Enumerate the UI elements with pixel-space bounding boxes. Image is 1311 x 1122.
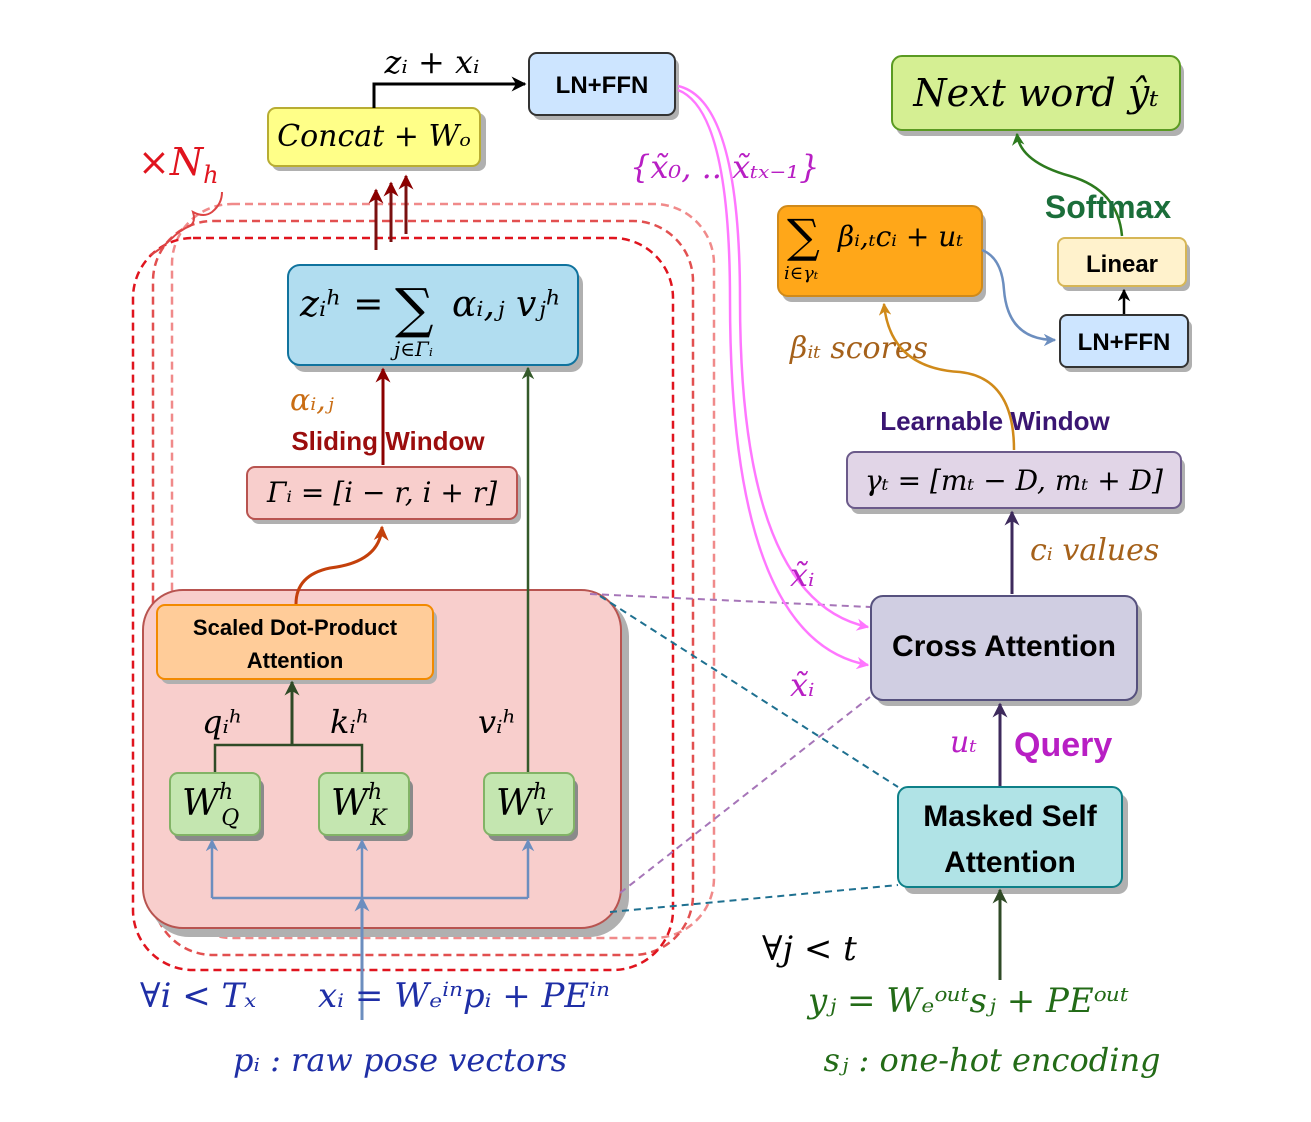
next-word-box <box>891 55 1181 131</box>
residual-label: zᵢ + xᵢ <box>384 43 480 81</box>
query-label: Query <box>1014 726 1112 764</box>
weighted-sum-box <box>287 264 579 366</box>
linear-box <box>1057 237 1187 287</box>
wk-box <box>318 772 410 836</box>
wv-box <box>483 772 575 836</box>
head-outline-3 <box>170 202 716 940</box>
sum-lhs: zᵢʰ = <box>299 284 383 325</box>
forall-j-label: ∀j < t <box>762 929 857 969</box>
masked-line1: Masked Self <box>923 800 1097 833</box>
context-rhs: βᵢ,ₜcᵢ + uₜ <box>837 220 963 253</box>
one-hot-label: sⱼ : one-hot encoding <box>823 1041 1160 1079</box>
decoder-ln-ffn-box <box>1059 314 1189 368</box>
window-box <box>246 466 518 520</box>
concat-label: Concat + Wₒ <box>277 119 471 154</box>
x-tilde-1: x̃ᵢ <box>790 556 814 594</box>
next-word-label: Next word ŷₜ <box>912 71 1159 115</box>
raw-pose-label: pᵢ : raw pose vectors <box>233 1041 567 1079</box>
u-t-label: uₜ <box>950 725 977 760</box>
dashed-link-2 <box>599 595 899 788</box>
beta-scores-label: βᵢₜ scores <box>789 331 928 366</box>
dashed-link-3 <box>619 696 871 894</box>
decoder-ln-ffn-label: LN+FFN <box>1078 329 1171 356</box>
encoder-outputs-label: {x̃₀, .. x̃ₜₓ₋₁} <box>630 148 819 186</box>
context-sub: i∈γₜ <box>784 263 819 284</box>
qk-join <box>213 743 364 772</box>
sdpa-line1: Scaled Dot-Product <box>193 615 398 640</box>
cross-attention-label: Cross Attention <box>892 630 1116 663</box>
head-outline-1 <box>131 236 675 972</box>
c-values-label: cᵢ values <box>1030 533 1159 568</box>
beta-arrow <box>878 302 1016 451</box>
encoder-output-curve-1 <box>677 84 870 631</box>
sum-sub: j∈Γᵢ <box>390 337 433 361</box>
input-equation: xᵢ = Wₑⁱⁿpᵢ + PEⁱⁿ <box>318 976 610 1016</box>
cross-attention-box <box>870 595 1138 701</box>
sum-rhs: αᵢ,ⱼ vⱼʰ <box>452 284 561 325</box>
forall-i-label: ∀i < Tₓ <box>140 976 256 1016</box>
sdpa-box <box>156 604 434 680</box>
encoder-output-curve-2 <box>677 88 870 670</box>
residual-arrow <box>372 76 527 108</box>
context-to-ffn-arrow <box>981 248 1057 347</box>
wq-box <box>169 772 261 836</box>
context-sigma: ∑ <box>787 209 820 263</box>
sum-sigma: ∑ <box>395 277 434 340</box>
q-label: qᵢʰ <box>202 703 243 741</box>
head-outline-2 <box>151 219 695 957</box>
gamma-label: γₜ = [mₜ − D, mₜ + D] <box>865 464 1163 497</box>
linear-label: Linear <box>1086 251 1158 278</box>
softmax-arrow <box>1011 132 1124 237</box>
dashed-link-4 <box>609 884 899 913</box>
masked-line2: Attention <box>944 846 1076 879</box>
encoder-ln-ffn-box <box>528 52 676 116</box>
v-label: vᵢʰ <box>478 703 516 741</box>
masked-self-attention-box <box>897 786 1123 888</box>
heads-brace <box>149 191 223 256</box>
sliding-window-label: Sliding Window <box>291 426 485 456</box>
window-box-label: Γᵢ = [i − r, i + r] <box>266 476 497 509</box>
gamma-box <box>846 451 1182 509</box>
output-equation: yⱼ = Wₑᵒᵘᵗsⱼ + PEᵒᵘᵗ <box>806 981 1129 1021</box>
softmax-label: Softmax <box>1045 189 1171 225</box>
sdpa-to-window-arrow <box>294 525 389 605</box>
encoder-ln-ffn-label: LN+FFN <box>556 72 649 99</box>
learnable-window-label: Learnable Window <box>880 406 1110 436</box>
x-tilde-2: x̃ᵢ <box>790 666 814 704</box>
dashed-link-1 <box>589 593 871 608</box>
heads-label: ×Nh <box>138 140 219 189</box>
alpha-label: αᵢ,ⱼ <box>290 383 334 418</box>
sdpa-line2: Attention <box>247 648 344 673</box>
k-label: kᵢʰ <box>330 703 370 741</box>
